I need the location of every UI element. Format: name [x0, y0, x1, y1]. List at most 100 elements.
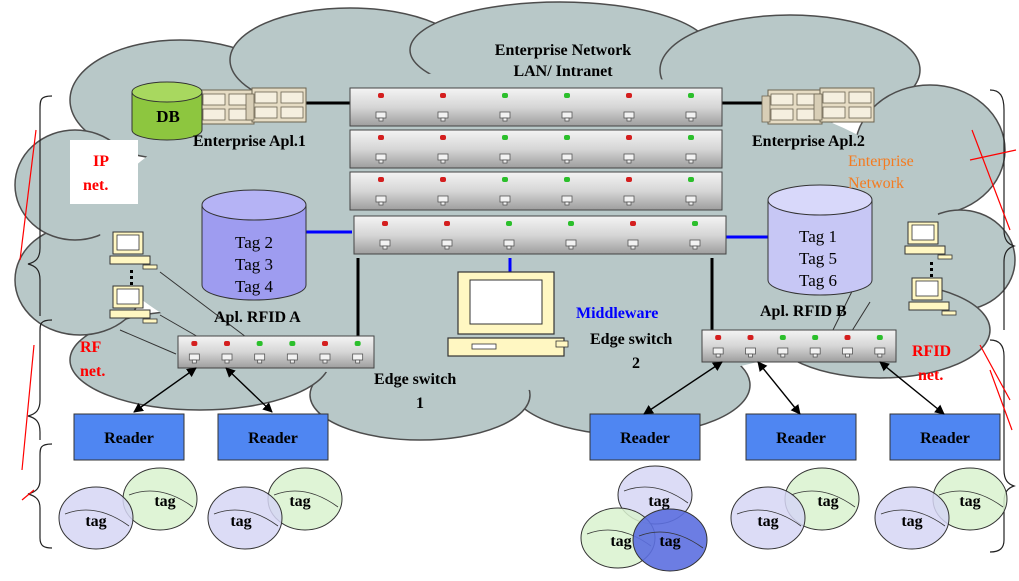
tag-circle	[632, 508, 708, 572]
edge-switch-2	[701, 329, 897, 363]
apl-rfid-a-label: Apl. RFID A	[214, 309, 301, 326]
status-led	[844, 335, 851, 340]
reader-box: Reader	[73, 413, 185, 461]
apl-rfid-b-label: Apl. RFID B	[760, 303, 847, 320]
ellipsis-dots	[130, 262, 933, 285]
status-led	[564, 135, 570, 140]
status-led	[378, 93, 384, 98]
tag-db-b-line: Tag 6	[799, 271, 837, 290]
tag-label: tag	[230, 513, 251, 530]
reader-label: Reader	[104, 430, 154, 447]
status-led	[688, 93, 694, 98]
status-led	[564, 177, 570, 182]
enterprise-network-label-line2: Network	[848, 175, 904, 192]
tag-db-a-line: Tag 2	[235, 233, 273, 252]
status-led	[322, 341, 328, 346]
black-links	[305, 101, 762, 340]
status-led	[568, 221, 574, 226]
status-led	[506, 221, 512, 226]
status-led	[502, 177, 508, 182]
status-led	[440, 177, 446, 182]
reader-box: Reader	[889, 413, 1001, 461]
status-led	[382, 221, 388, 226]
tag-database-b: Tag 1 Tag 5 Tag 6	[767, 184, 873, 296]
enterprise-apl1-label: Enterprise Apl.1	[193, 133, 306, 150]
rf-net-label-line2: net.	[80, 363, 105, 380]
server-icon	[761, 87, 875, 125]
db-label: DB	[156, 107, 180, 126]
tag-label: tag	[817, 493, 838, 510]
middleware-computer	[447, 271, 569, 357]
status-led	[444, 221, 450, 226]
tag-circle	[874, 486, 950, 550]
ip-net-label-line1: IP	[93, 153, 109, 170]
status-led	[626, 93, 632, 98]
tag-group: tag tag	[874, 467, 1008, 550]
reader-box: Reader	[217, 413, 329, 461]
reader-arrows	[133, 361, 945, 415]
middleware-label: Middleware	[576, 305, 658, 322]
edge-switch-1-label-line2: 1	[416, 395, 424, 412]
edge-switch-2-label-line2: 2	[632, 355, 640, 372]
rf-net-label-line1: RF	[80, 339, 102, 356]
red-marks	[19, 129, 1017, 501]
edge-switch-2-label-line1: Edge switch	[590, 331, 672, 348]
ip-net-box	[70, 140, 138, 204]
tag-circle	[207, 486, 283, 550]
status-led	[354, 341, 361, 346]
enterprise-core-switch	[349, 87, 727, 255]
tag-label: tag	[289, 493, 310, 510]
tag-db-b-line: Tag 1	[799, 227, 837, 246]
tag-circle	[730, 486, 806, 550]
status-led	[289, 341, 296, 346]
tag-label: tag	[757, 513, 778, 530]
status-led	[626, 135, 632, 140]
network-title-line2: LAN/ Intranet	[513, 63, 613, 80]
tag-label: tag	[901, 513, 922, 530]
tag-group: tag tag	[207, 467, 343, 550]
reader-label: Reader	[248, 430, 298, 447]
switch-unit	[353, 215, 727, 255]
status-led	[779, 335, 786, 340]
status-led	[747, 335, 754, 340]
status-led	[502, 135, 508, 140]
reader-box: Reader	[745, 413, 857, 461]
status-led	[191, 341, 198, 346]
status-led	[715, 335, 722, 340]
status-led	[564, 93, 570, 98]
status-led	[688, 135, 694, 140]
tag-group: tag tag	[730, 467, 860, 550]
status-led	[440, 93, 446, 98]
edge-switch-1-label-line1: Edge switch	[374, 371, 456, 388]
status-led	[378, 177, 384, 182]
enterprise-network-cloud	[14, 1, 1016, 441]
left-braces	[27, 95, 53, 549]
status-led	[378, 135, 384, 140]
blue-links	[306, 230, 768, 272]
status-led	[876, 335, 883, 340]
status-led	[688, 177, 694, 182]
switch-unit	[349, 87, 723, 127]
status-led	[692, 221, 698, 226]
rfid-net-label-line2: net.	[918, 367, 943, 384]
tag-label: tag	[959, 493, 980, 510]
enterprise-apl2-label: Enterprise Apl.2	[752, 133, 865, 150]
thin-links	[119, 264, 871, 355]
reader-label: Reader	[920, 430, 970, 447]
tag-db-a-line: Tag 4	[235, 277, 273, 296]
tag-label: tag	[659, 533, 680, 550]
enterprise-network-label-line1: Enterprise	[848, 153, 914, 170]
status-led	[812, 335, 819, 340]
tag-db-b-line: Tag 5	[799, 249, 837, 268]
switch-unit	[349, 171, 723, 211]
status-led	[440, 135, 446, 140]
db-cylinder: DB	[131, 81, 203, 141]
rfid-net-label-line1: RFID	[912, 343, 951, 360]
tag-database-a: Tag 2 Tag 3 Tag 4	[201, 189, 307, 301]
status-led	[630, 221, 636, 226]
